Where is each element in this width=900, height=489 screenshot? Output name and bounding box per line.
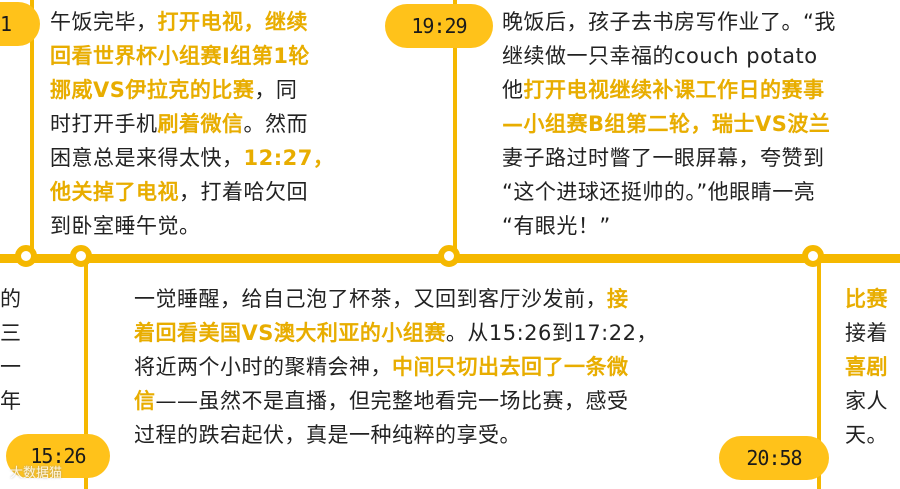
timeline-dot [438, 245, 460, 267]
timeline-vertical-line [817, 262, 821, 489]
time-pill: 21 [0, 2, 40, 46]
time-pill: 19:29 [385, 4, 493, 48]
story-card-partial-left: 的 三 一 年 [0, 287, 22, 413]
story-card-evening: 晚饭后，孩子去书房写作业了。“我 继续做一只幸福的couch potato 他打… [502, 10, 836, 238]
watermark: 大数据猫 [10, 466, 63, 481]
timeline-dot [802, 245, 824, 267]
timeline-dot [70, 245, 92, 267]
timeline-vertical-line [84, 262, 88, 489]
story-card-partial-right: 比赛 接着 喜剧 家人 天。 [845, 287, 888, 447]
story-card-noon: 午饭完毕，打开电视，继续 回看世界杯小组赛I组第1轮 挪威VS伊拉克的比赛，同 … [50, 10, 335, 238]
story-card-afternoon: 一觉睡醒，给自己泡了杯茶，又回到客厅沙发前，接 着回看美国VS澳大利亚的小组赛。… [134, 287, 658, 447]
timeline-vertical-line [30, 0, 34, 250]
time-pill: 20:58 [719, 436, 829, 480]
timeline-vertical-line [453, 0, 457, 250]
timeline-dot [15, 245, 37, 267]
time-pill: 15:26 [6, 434, 110, 478]
